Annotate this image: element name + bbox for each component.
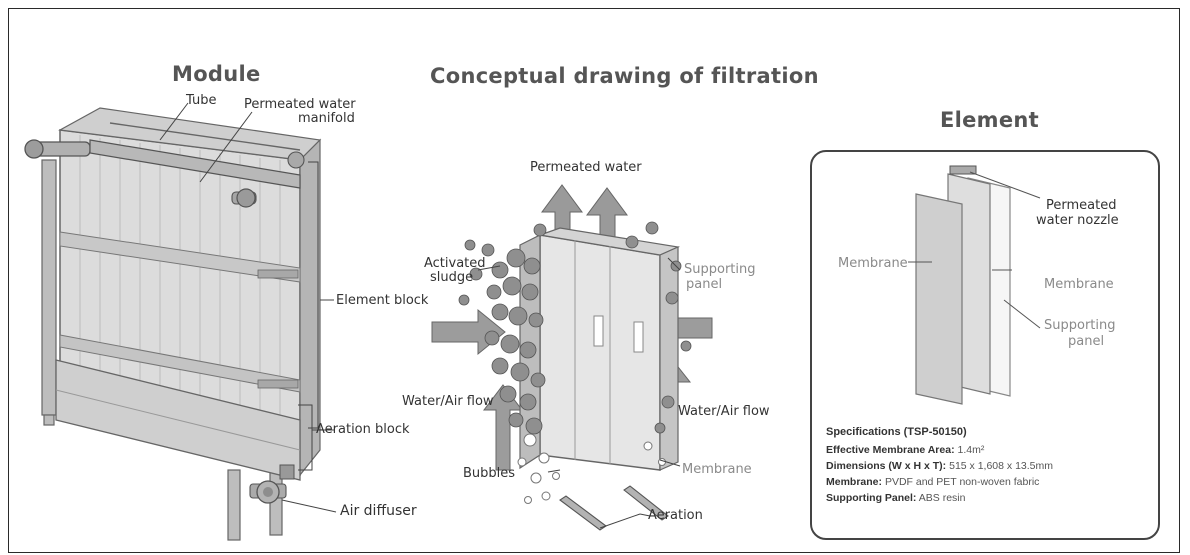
spec-key: Supporting Panel: [826,492,916,504]
spec-row-area: Effective Membrane Area: 1.4m² [826,442,1053,458]
spec-row-membrane: Membrane: PVDF and PET non-woven fabric [826,474,1053,490]
spec-value: 1.4m² [958,444,985,456]
spec-value: 515 x 1,608 x 13.5mm [949,460,1053,472]
spec-value: PVDF and PET non-woven fabric [885,476,1039,488]
spec-row-dimensions: Dimensions (W x H x T): 515 x 1,608 x 13… [826,458,1053,474]
label-nozzle-2: water nozzle [1036,213,1119,228]
specifications-block: Specifications (TSP-50150) Effective Mem… [826,424,1053,506]
spec-key: Dimensions (W x H x T): [826,460,946,472]
label-nozzle-1: Permeated [1046,198,1116,213]
label-membrane-left: Membrane [838,256,908,271]
element-sheets [916,166,1010,404]
label-supporting-el-1: Supporting [1044,318,1116,333]
spec-key: Effective Membrane Area: [826,444,955,456]
spec-value: ABS resin [919,492,966,504]
label-supporting-el-2: panel [1068,334,1104,349]
spec-key: Membrane: [826,476,882,488]
label-membrane-right: Membrane [1044,277,1114,292]
spec-title: Specifications (TSP-50150) [826,424,1053,440]
spec-row-panel: Supporting Panel: ABS resin [826,490,1053,506]
